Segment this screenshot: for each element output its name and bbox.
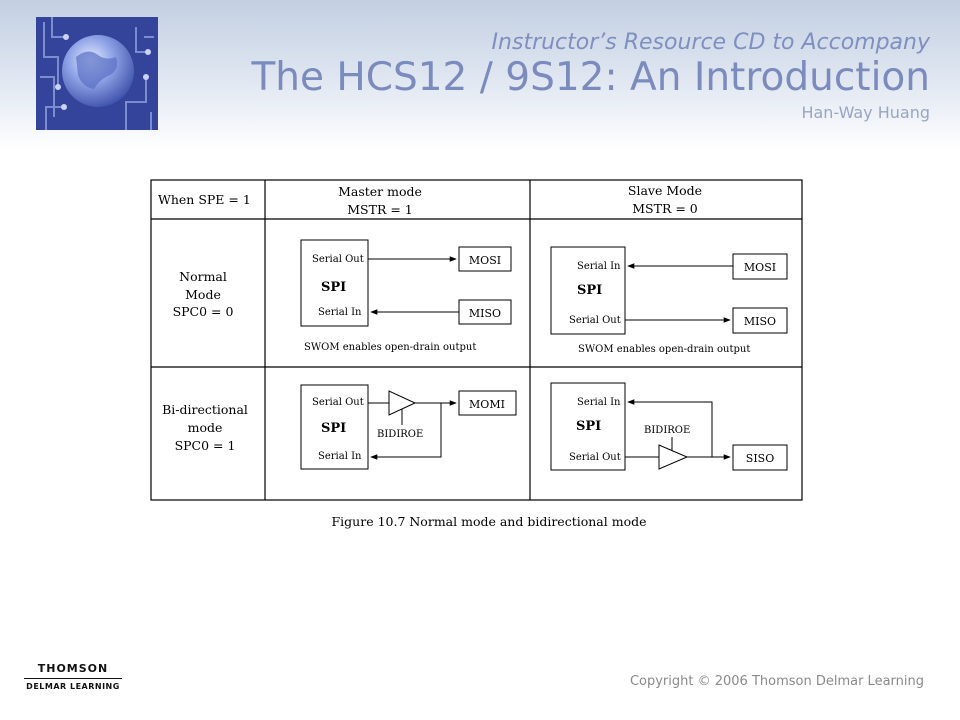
- header-author: Han-Way Huang: [801, 103, 930, 122]
- figure-caption: Figure 10.7 Normal mode and bidirectiona…: [331, 514, 647, 529]
- publisher-name: THOMSON: [37, 662, 109, 675]
- copyright-notice: Copyright © 2006 Thomson Delmar Learning: [629, 674, 924, 689]
- normal-row-label: Normal: [179, 269, 227, 284]
- bidir-row-label: Bi-directional: [162, 402, 248, 417]
- normal-row-mode: Mode: [185, 287, 221, 302]
- siso-box: [732, 444, 788, 471]
- publisher-rule: [24, 678, 122, 679]
- mosi-box: [458, 246, 512, 272]
- momi-box: [458, 390, 517, 416]
- spi-label: SPI: [321, 421, 346, 436]
- serial-in-label: Serial In: [318, 307, 362, 318]
- swom-note: SWOM enables open-drain output: [304, 342, 476, 353]
- table-border: [150, 179, 803, 501]
- bidiroe-label: BIDIROE: [644, 425, 690, 436]
- slave-mode-label: Slave Mode: [628, 183, 702, 198]
- serial-in-label: Serial In: [318, 451, 362, 462]
- spi-block: [550, 246, 626, 335]
- serial-out-label: Serial Out: [312, 254, 364, 265]
- spi-block: [300, 239, 369, 327]
- mosi-box: [732, 253, 788, 280]
- normal-slave-cell: Serial In SPI Serial Out MOSI MISO SWOM …: [550, 246, 788, 355]
- mosi-label: MOSI: [469, 254, 501, 267]
- master-mode-label: Master mode: [338, 184, 422, 199]
- mosi-label: MOSI: [744, 261, 776, 274]
- serial-in-label: Serial In: [577, 397, 621, 408]
- miso-label: MISO: [469, 307, 501, 320]
- spi-block: [550, 382, 626, 471]
- serial-in-label: Serial In: [577, 261, 621, 272]
- corner-label: When SPE = 1: [158, 192, 251, 207]
- spi-label: SPI: [576, 419, 601, 434]
- mode-table: [150, 179, 803, 501]
- bidir-slave-cell: Serial In SPI Serial Out BIDIROE SISO: [550, 382, 788, 471]
- swom-note: SWOM enables open-drain output: [578, 344, 750, 355]
- slave-mstr-label: MSTR = 0: [632, 201, 698, 216]
- spi-label: SPI: [321, 280, 346, 295]
- siso-label: SISO: [746, 452, 774, 465]
- feedback-arrow: [627, 399, 713, 457]
- bidir-master-cell: Serial Out SPI Serial In BIDIROE MOMI: [300, 384, 517, 470]
- serial-out-label: Serial Out: [569, 452, 621, 463]
- miso-box: [458, 299, 512, 325]
- normal-master-cell: Serial Out SPI Serial In MOSI MISO SWOM …: [300, 239, 512, 353]
- publisher-logo: THOMSON DELMAR LEARNING: [18, 662, 128, 691]
- momi-label: MOMI: [469, 398, 505, 411]
- spi-label: SPI: [577, 283, 602, 298]
- bidir-row-spc0: SPC0 = 1: [175, 438, 236, 453]
- serial-out-label: Serial Out: [312, 397, 364, 408]
- normal-row-spc0: SPC0 = 0: [173, 304, 234, 319]
- publisher-division: DELMAR LEARNING: [26, 682, 120, 691]
- header-subtitle: Instructor’s Resource CD to Accompany: [491, 30, 930, 55]
- globe-logo: [36, 17, 158, 130]
- globe-circuit-icon: [36, 17, 158, 130]
- spi-block: [300, 384, 369, 470]
- serial-out-label: Serial Out: [569, 315, 621, 326]
- master-mstr-label: MSTR = 1: [347, 202, 413, 217]
- bidir-row-mode: mode: [188, 420, 223, 435]
- miso-box: [732, 307, 788, 334]
- miso-label: MISO: [744, 315, 776, 328]
- header-title: The HCS12 / 9S12: An Introduction: [251, 55, 930, 100]
- output-buffer-icon: [658, 444, 689, 470]
- header-banner: [0, 0, 960, 150]
- feedback-arrow: [370, 403, 442, 460]
- bidiroe-label: BIDIROE: [377, 429, 423, 440]
